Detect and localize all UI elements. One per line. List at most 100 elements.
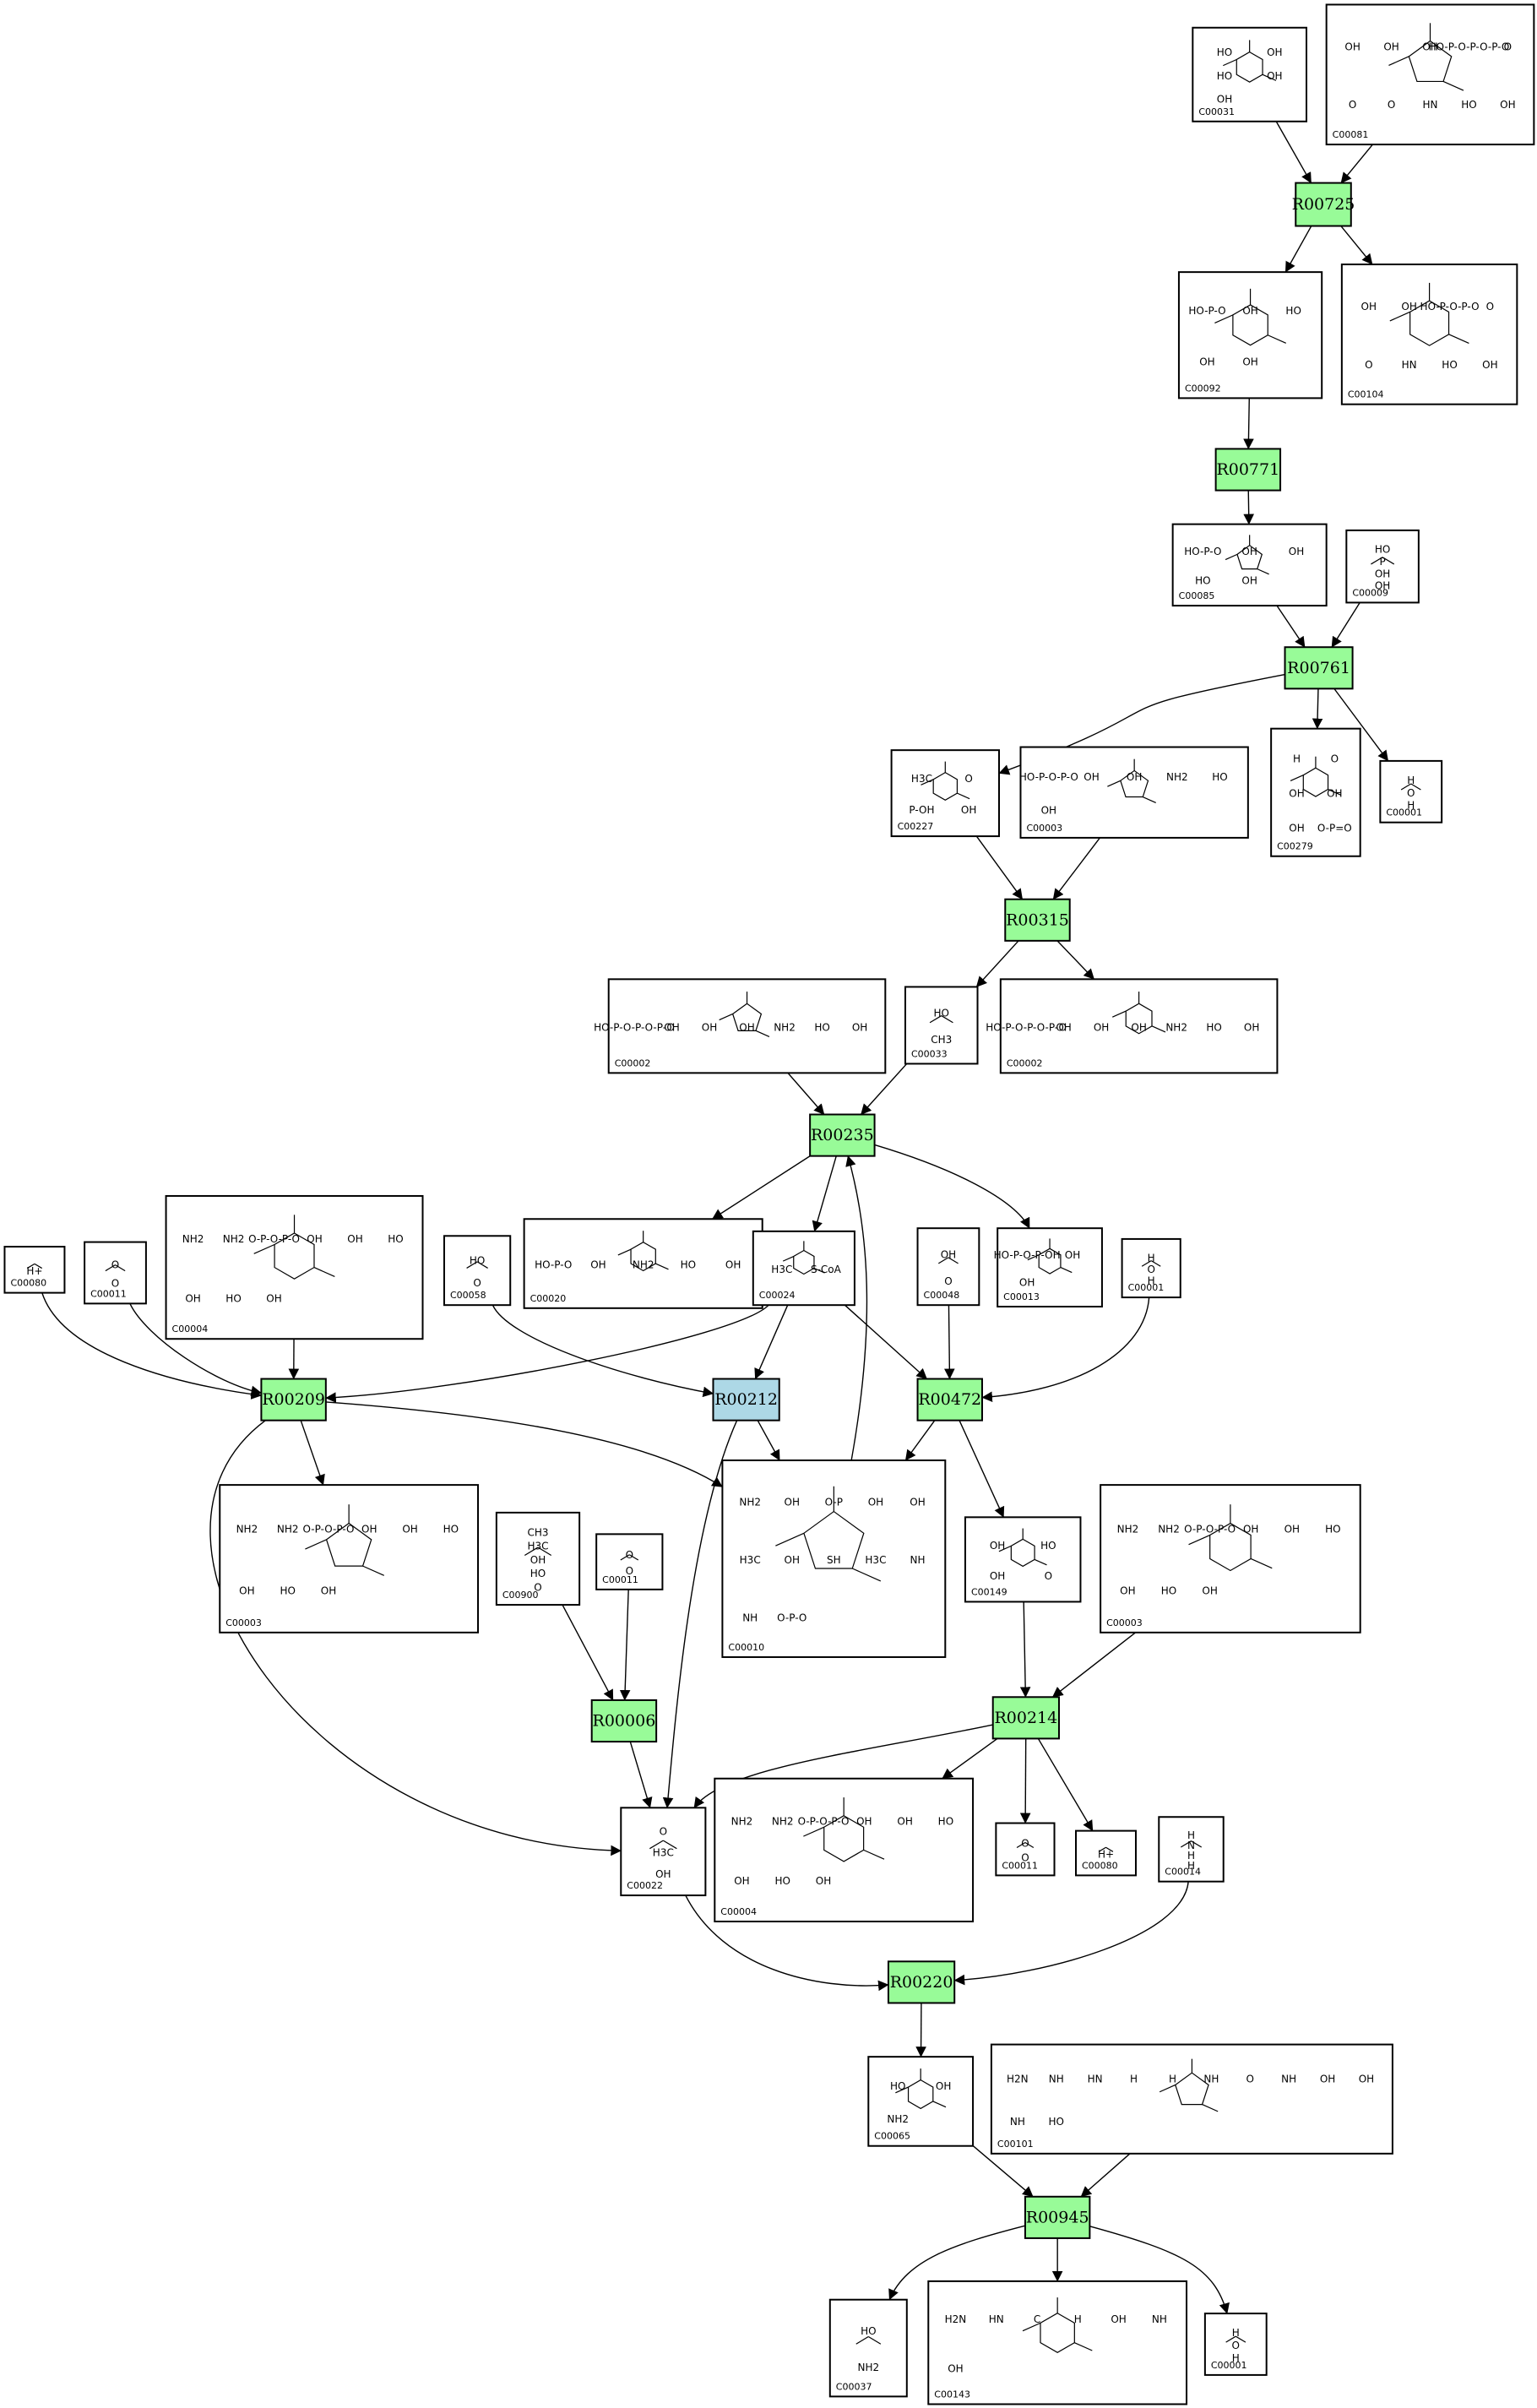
reaction-node[interactable]: R00209 — [260, 1378, 327, 1421]
chain-bond — [948, 1257, 959, 1264]
atom-label: H — [1232, 2327, 1240, 2339]
edge-c6-to-r3 — [1331, 602, 1360, 648]
reaction-node[interactable]: R00214 — [991, 1696, 1060, 1740]
atom-label: O-P — [825, 1497, 843, 1508]
compound-id-label: C00279 — [1277, 841, 1313, 852]
reaction-node[interactable]: R00761 — [1284, 646, 1354, 690]
chain-bond — [937, 1257, 949, 1264]
edge-c8-to-r4 — [1052, 837, 1100, 900]
atom-label: NH2 — [857, 2362, 879, 2373]
chain-bond — [1141, 1260, 1152, 1267]
atom-label: HO — [470, 1254, 485, 1266]
reaction-node[interactable]: R00725 — [1292, 182, 1355, 227]
substituent-bond — [921, 779, 934, 785]
reaction-id-label: R00945 — [1026, 2208, 1089, 2226]
reaction-node[interactable]: R00006 — [590, 1699, 658, 1743]
atom-label: O — [1407, 787, 1415, 799]
reaction-node[interactable]: R00472 — [916, 1378, 983, 1421]
atom-label: OH — [1199, 356, 1214, 368]
compound-box — [1203, 2313, 1268, 2376]
compound-id-label: C00143 — [934, 2389, 970, 2400]
edge-r2-to-c5 — [1243, 490, 1254, 525]
atom-label: HO — [890, 2080, 905, 2092]
atom-label: HO — [1325, 1523, 1340, 1535]
atom-label: OH — [961, 804, 976, 816]
atom-label: OH — [1202, 1585, 1217, 1597]
compound-id-label: C00101 — [997, 2139, 1034, 2150]
substituent-bond — [1448, 334, 1469, 344]
atom-label: HO — [1212, 771, 1227, 783]
reaction-node[interactable]: R00771 — [1214, 448, 1282, 492]
atom-label: H2N — [1007, 2073, 1029, 2085]
substituent-bond — [755, 1030, 770, 1037]
reaction-node[interactable]: R00220 — [887, 1960, 956, 2004]
edge-c5-to-r3 — [1276, 605, 1306, 648]
reaction-node[interactable]: R00212 — [712, 1378, 780, 1421]
substituent-bond — [1250, 1557, 1273, 1569]
edge-r5-to-c18 — [711, 1155, 811, 1220]
substituent-bond — [852, 1568, 882, 1582]
atom-label: NH2 — [887, 2113, 909, 2125]
atom-label: OH — [785, 1554, 800, 1566]
atom-label: OH — [266, 1292, 281, 1304]
atom-label: OH — [1019, 1276, 1035, 1288]
compound-id-label: C00900 — [502, 1590, 539, 1601]
reaction-id-label: R00006 — [593, 1711, 656, 1730]
atom-label: H — [1293, 753, 1301, 765]
atom-label: OH — [321, 1585, 336, 1597]
compound-node[interactable]: H+C00080 — [3, 1246, 66, 1294]
reaction-box — [887, 1960, 956, 2004]
atom-label: OH — [1242, 356, 1257, 368]
atom-label: OH — [725, 1259, 741, 1271]
substituent-bond — [932, 2101, 947, 2108]
substituent-bond — [1074, 2342, 1093, 2351]
atom-label: H3C — [527, 1541, 548, 1552]
compound-id-label: C00004 — [172, 1324, 209, 1334]
atom-label: HN — [1088, 2073, 1103, 2085]
edge-r10-to-c31 — [1019, 1738, 1031, 1824]
reaction-node[interactable]: R00945 — [1024, 2195, 1091, 2239]
reaction-node[interactable]: R00315 — [1004, 898, 1071, 942]
reaction-node[interactable]: R00235 — [809, 1113, 876, 1157]
atom-label: HN — [1423, 99, 1438, 111]
edge-r8-to-c27 — [959, 1420, 1005, 1518]
compound-node[interactable]: H+C00080 — [1075, 1829, 1137, 1877]
atom-label: OH — [1242, 305, 1257, 317]
